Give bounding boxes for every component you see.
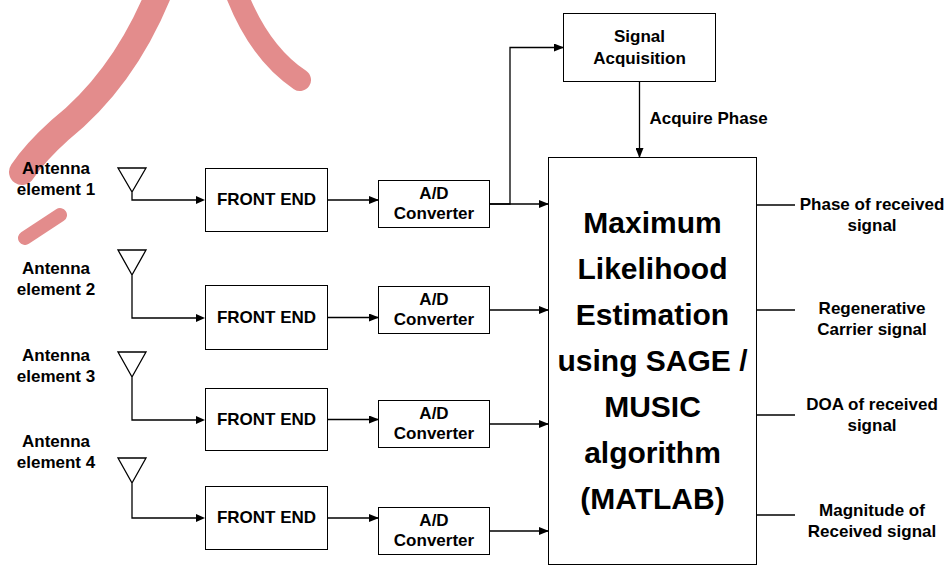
output-lines	[757, 205, 795, 515]
front-end-box: FRONT END	[205, 168, 328, 232]
connector-arrow	[328, 419, 378, 420]
front-end-box: FRONT END	[205, 388, 328, 451]
antenna-label: Antenna element 4	[0, 431, 112, 473]
adc-box: A/D Converter	[378, 180, 490, 228]
adc-box: A/D Converter	[378, 286, 490, 334]
box-text: A/D Converter	[385, 184, 483, 224]
box-text: Maximum Likelihood Estimation using SAGE…	[555, 200, 750, 522]
box-text: FRONT END	[217, 409, 316, 431]
box-text: FRONT END	[217, 507, 316, 529]
front-end-box: FRONT END	[205, 285, 328, 350]
box-text: A/D Converter	[385, 404, 483, 444]
connector-arrow	[490, 530, 548, 531]
connector-arrow	[328, 199, 378, 200]
adc-box: A/D Converter	[378, 507, 490, 555]
connector-arrow	[490, 309, 548, 310]
connector-arrow	[328, 517, 378, 518]
antenna-wire-heads	[196, 196, 205, 522]
box-text: A/D Converter	[385, 511, 483, 551]
box-text: FRONT END	[217, 307, 316, 329]
antenna-label: Antenna element 2	[0, 258, 112, 300]
edge-label: Acquire Phase	[648, 109, 770, 129]
front-end-box: FRONT END	[205, 486, 328, 550]
box-text: A/D Converter	[385, 290, 483, 330]
output-label: Magnitude of Received signal	[796, 500, 948, 542]
output-label: Regenerative Carrier signal	[796, 298, 948, 340]
connector-arrow	[639, 82, 640, 157]
connector-arrow	[490, 423, 548, 424]
acquisition-box: Signal Acquisition	[563, 13, 716, 82]
antenna-symbols	[118, 168, 200, 518]
adc-box: A/D Converter	[378, 400, 490, 448]
antenna-label: Antenna element 1	[0, 158, 112, 200]
box-text: FRONT END	[217, 189, 316, 211]
output-label: Phase of received signal	[796, 194, 948, 236]
connector-arrow	[328, 317, 378, 318]
antenna-label: Antenna element 3	[0, 345, 112, 387]
output-label: DOA of received signal	[796, 394, 948, 436]
box-text: Signal Acquisition	[570, 26, 709, 70]
estimation-box: Maximum Likelihood Estimation using SAGE…	[548, 157, 757, 565]
